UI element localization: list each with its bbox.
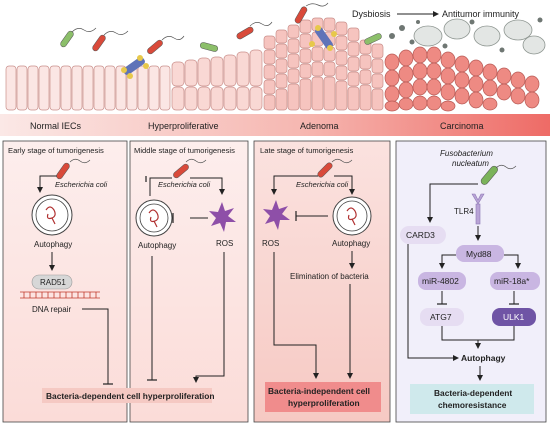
late-ros-label: ROS [262,239,279,248]
middle-arrow-to-result [193,374,225,383]
atg7-box [420,308,464,326]
adenoma-cells [263,17,384,111]
rad51-box [31,274,73,290]
fuso-arrow-to-card3 [427,183,478,223]
stage-normal-iecs: Normal IECs [30,121,82,131]
fuso-bacterium [480,165,498,185]
atg7-label: ATG7 [430,312,452,322]
early-inhibit-line [82,308,109,384]
panel-late: Late stage of tumorigenesis Escherichia … [253,140,391,423]
middle-ecoli-bacterium [173,163,189,179]
fuso-autophagy-label: Autophagy [461,353,506,363]
microbe-cluster [121,25,337,79]
early-result-box [42,388,212,403]
panel-middle: Middle stage of tumorigenesis Escherichi… [129,140,249,423]
early-arrow-to-autophagosome [37,175,57,193]
middle-ros-star [209,202,236,232]
panel-fuso: Fusobacterium nucleatum TLR4 CARD3 Myd88… [395,140,547,423]
early-ecoli-bacterium [56,162,70,180]
late-ros-star [263,200,290,230]
bacteria-top [60,6,382,55]
tlr4-label: TLR4 [454,207,474,216]
stage-hyperproliferative: Hyperproliferative [148,121,219,131]
immune-dots [389,17,543,53]
mir18a-box [490,272,540,290]
carcinoma-cells [384,46,540,112]
myd88-label: Myd88 [466,249,492,259]
epithelium-illustration: Dysbiosis Antitumor immunity [5,2,546,112]
rad51-label: RAD51 [40,278,66,287]
stage-adenoma: Adenoma [300,121,339,131]
late-arrow-to-ros [271,175,318,195]
dna-strand [20,291,100,299]
fuso-name-line1: Fusobacterium [440,149,493,158]
late-title: Late stage of tumorigenesis [260,146,353,155]
middle-arrow-to-ros [190,177,225,195]
fuso-name-line2: nucleatum [452,159,489,168]
late-ecoli-label: Escherichia coli [296,180,348,189]
late-autophagy-label: Autophagy [332,239,370,248]
middle-autophagosome [135,199,173,237]
normal-cells [5,65,171,111]
stage-band [0,114,550,136]
middle-ecoli-label: Escherichia coli [158,180,210,189]
panel-late-frame [253,140,391,423]
dysbiosis-label: Dysbiosis [352,9,391,19]
late-arrow-ros-to-result [273,252,319,379]
early-result-label: Bacteria-dependent cell hyperproliferati… [46,391,214,401]
late-ecoli-bacterium [317,162,333,178]
panel-early: Early stage of tumorigenesis Escherichia… [2,140,128,423]
bacteria-flagella [71,2,329,41]
immune-cells [413,18,546,55]
early-cargo [45,206,56,225]
tlr4-receptor [471,193,485,225]
dna-repair-label: DNA repair [32,305,71,314]
card3-label: CARD3 [406,230,435,240]
early-ecoli-label: Escherichia coli [55,180,107,189]
mir4802-label: miR-4802 [422,276,459,286]
late-result-line2: hyperproliferation [288,398,360,408]
mir18a-label: miR-18a* [494,276,530,286]
fuso-result-line2: chemoresistance [438,400,507,410]
antitumor-label: Antitumor immunity [442,9,520,19]
late-result-line1: Bacteria-independent cell [268,386,370,396]
ulk1-label: ULK1 [503,312,525,322]
late-result-box [265,382,381,412]
stage-carcinoma: Carcinoma [440,121,484,131]
myd88-box [456,245,504,262]
late-arrow-to-autophagosome [334,175,355,195]
hyperproliferative-cells [171,49,263,111]
ulk1-box [492,308,536,326]
middle-title: Middle stage of tumorigenesis [134,146,235,155]
early-title: Early stage of tumorigenesis [8,146,104,155]
early-flagella [69,158,91,164]
fuso-result-line1: Bacteria-dependent [434,388,512,398]
middle-ros-label: ROS [216,239,233,248]
late-autophagosome [332,196,372,236]
middle-autophagy-label: Autophagy [138,241,176,250]
early-autophagosome [31,194,73,236]
mir4802-box [418,272,466,290]
card3-arrow-to-autophagy [407,244,459,361]
card3-box [400,226,446,244]
fuso-result-box [410,384,534,414]
early-autophagy-label: Autophagy [34,240,72,249]
late-elimination-label: Elimination of bacteria [290,272,369,281]
